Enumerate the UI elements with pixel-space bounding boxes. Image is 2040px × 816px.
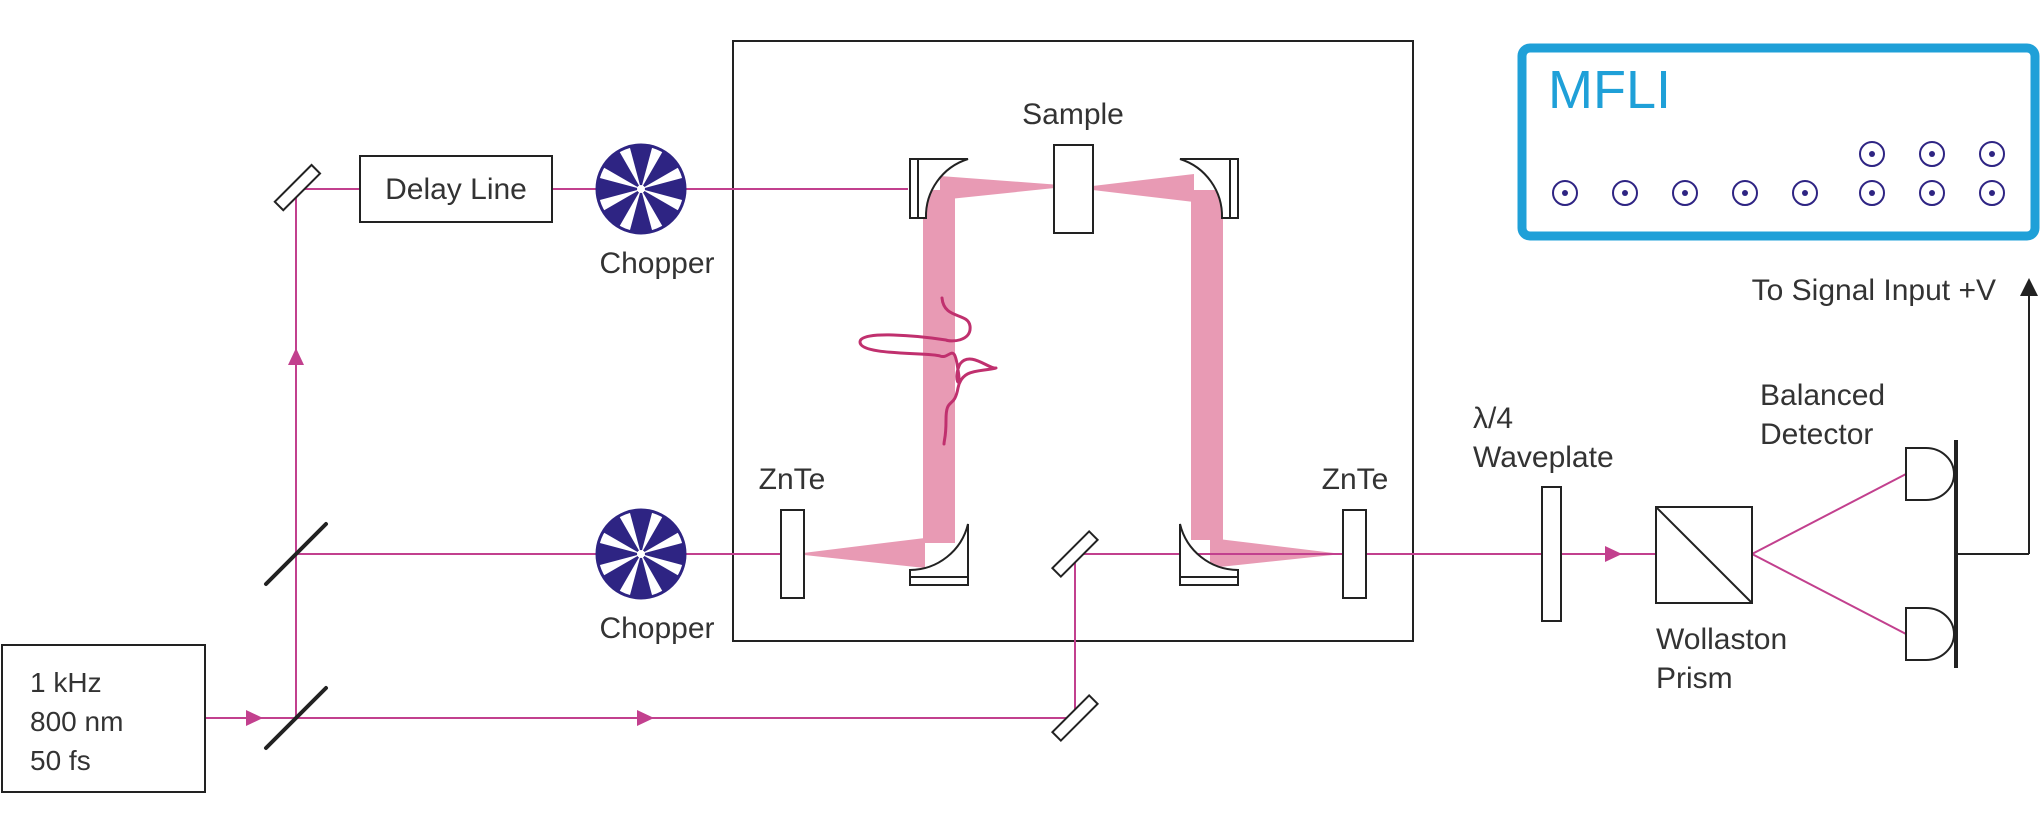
wollaston-prism xyxy=(1655,506,1753,604)
optical-beam-paths xyxy=(205,188,1907,719)
mfli-title: MFLI xyxy=(1548,60,1671,120)
beam-direction-arrow-icon xyxy=(288,348,304,365)
beam-splitter-bottom xyxy=(264,686,328,750)
waveplate-label-line2: Waveplate xyxy=(1473,441,1614,474)
signal-cable xyxy=(1956,293,2030,555)
chopper-wheel-icon xyxy=(595,508,687,600)
signal-input-label: To Signal Input +V xyxy=(1752,274,1996,307)
parabolic-mirror-top-left xyxy=(909,158,969,219)
laser-wavelength: 800 nm xyxy=(30,706,123,737)
thz-beam xyxy=(795,174,1342,568)
beam-direction-arrow-icon xyxy=(1605,546,1622,562)
delay-line: Delay Line xyxy=(359,155,553,223)
beam-direction-arrow-icon xyxy=(637,710,654,726)
detector-label-line2: Detector xyxy=(1760,418,1873,451)
flat-mirror-top-left xyxy=(273,163,322,212)
laser-pulse-width: 50 fs xyxy=(30,745,91,776)
parabolic-mirrors xyxy=(909,158,1239,586)
flat-mirror-probe-upper xyxy=(1050,529,1100,579)
sample xyxy=(1053,144,1094,234)
chopper-wheel-icon xyxy=(595,143,687,235)
znte-detector-label: ZnTe xyxy=(1322,463,1389,496)
thz-enclosure xyxy=(732,40,1414,642)
parabolic-mirror-bottom-right xyxy=(1179,523,1239,586)
quarter-waveplate xyxy=(1541,486,1562,622)
laser-source: 1 kHz 800 nm 50 fs xyxy=(1,644,206,793)
flat-mirrors xyxy=(273,163,1100,743)
beam-direction-arrow-icon xyxy=(246,710,263,726)
sample-label: Sample xyxy=(1022,98,1124,131)
chopper-top-label: Chopper xyxy=(599,247,714,280)
mfli-instrument: MFLI xyxy=(1517,43,2040,241)
photodiode-top xyxy=(1905,447,1955,501)
detector-label-line1: Balanced xyxy=(1760,379,1885,412)
flat-mirror-probe-lower xyxy=(1050,693,1100,743)
znte-detector xyxy=(1342,509,1367,599)
znte-emitter xyxy=(780,509,805,599)
znte-emitter-label: ZnTe xyxy=(759,463,826,496)
parabolic-mirror-top-right xyxy=(1179,158,1239,219)
signal-arrow-icon xyxy=(2020,278,2038,296)
chopper-bottom-label: Chopper xyxy=(599,612,714,645)
delay-line-label: Delay Line xyxy=(385,173,527,206)
photodiode-bottom xyxy=(1905,607,1955,661)
laser-rep-rate: 1 kHz xyxy=(30,667,102,698)
beam-splitter-middle xyxy=(264,522,328,586)
wollaston-label-line1: Wollaston xyxy=(1656,623,1787,656)
wollaston-label-line2: Prism xyxy=(1656,662,1733,695)
beam-splitters xyxy=(264,522,328,750)
waveplate-label-line1: λ/4 xyxy=(1473,402,1513,435)
parabolic-mirror-bottom-left xyxy=(909,523,969,586)
balanced-detector xyxy=(1905,440,1958,668)
thz-pulse-waveform xyxy=(858,296,998,446)
